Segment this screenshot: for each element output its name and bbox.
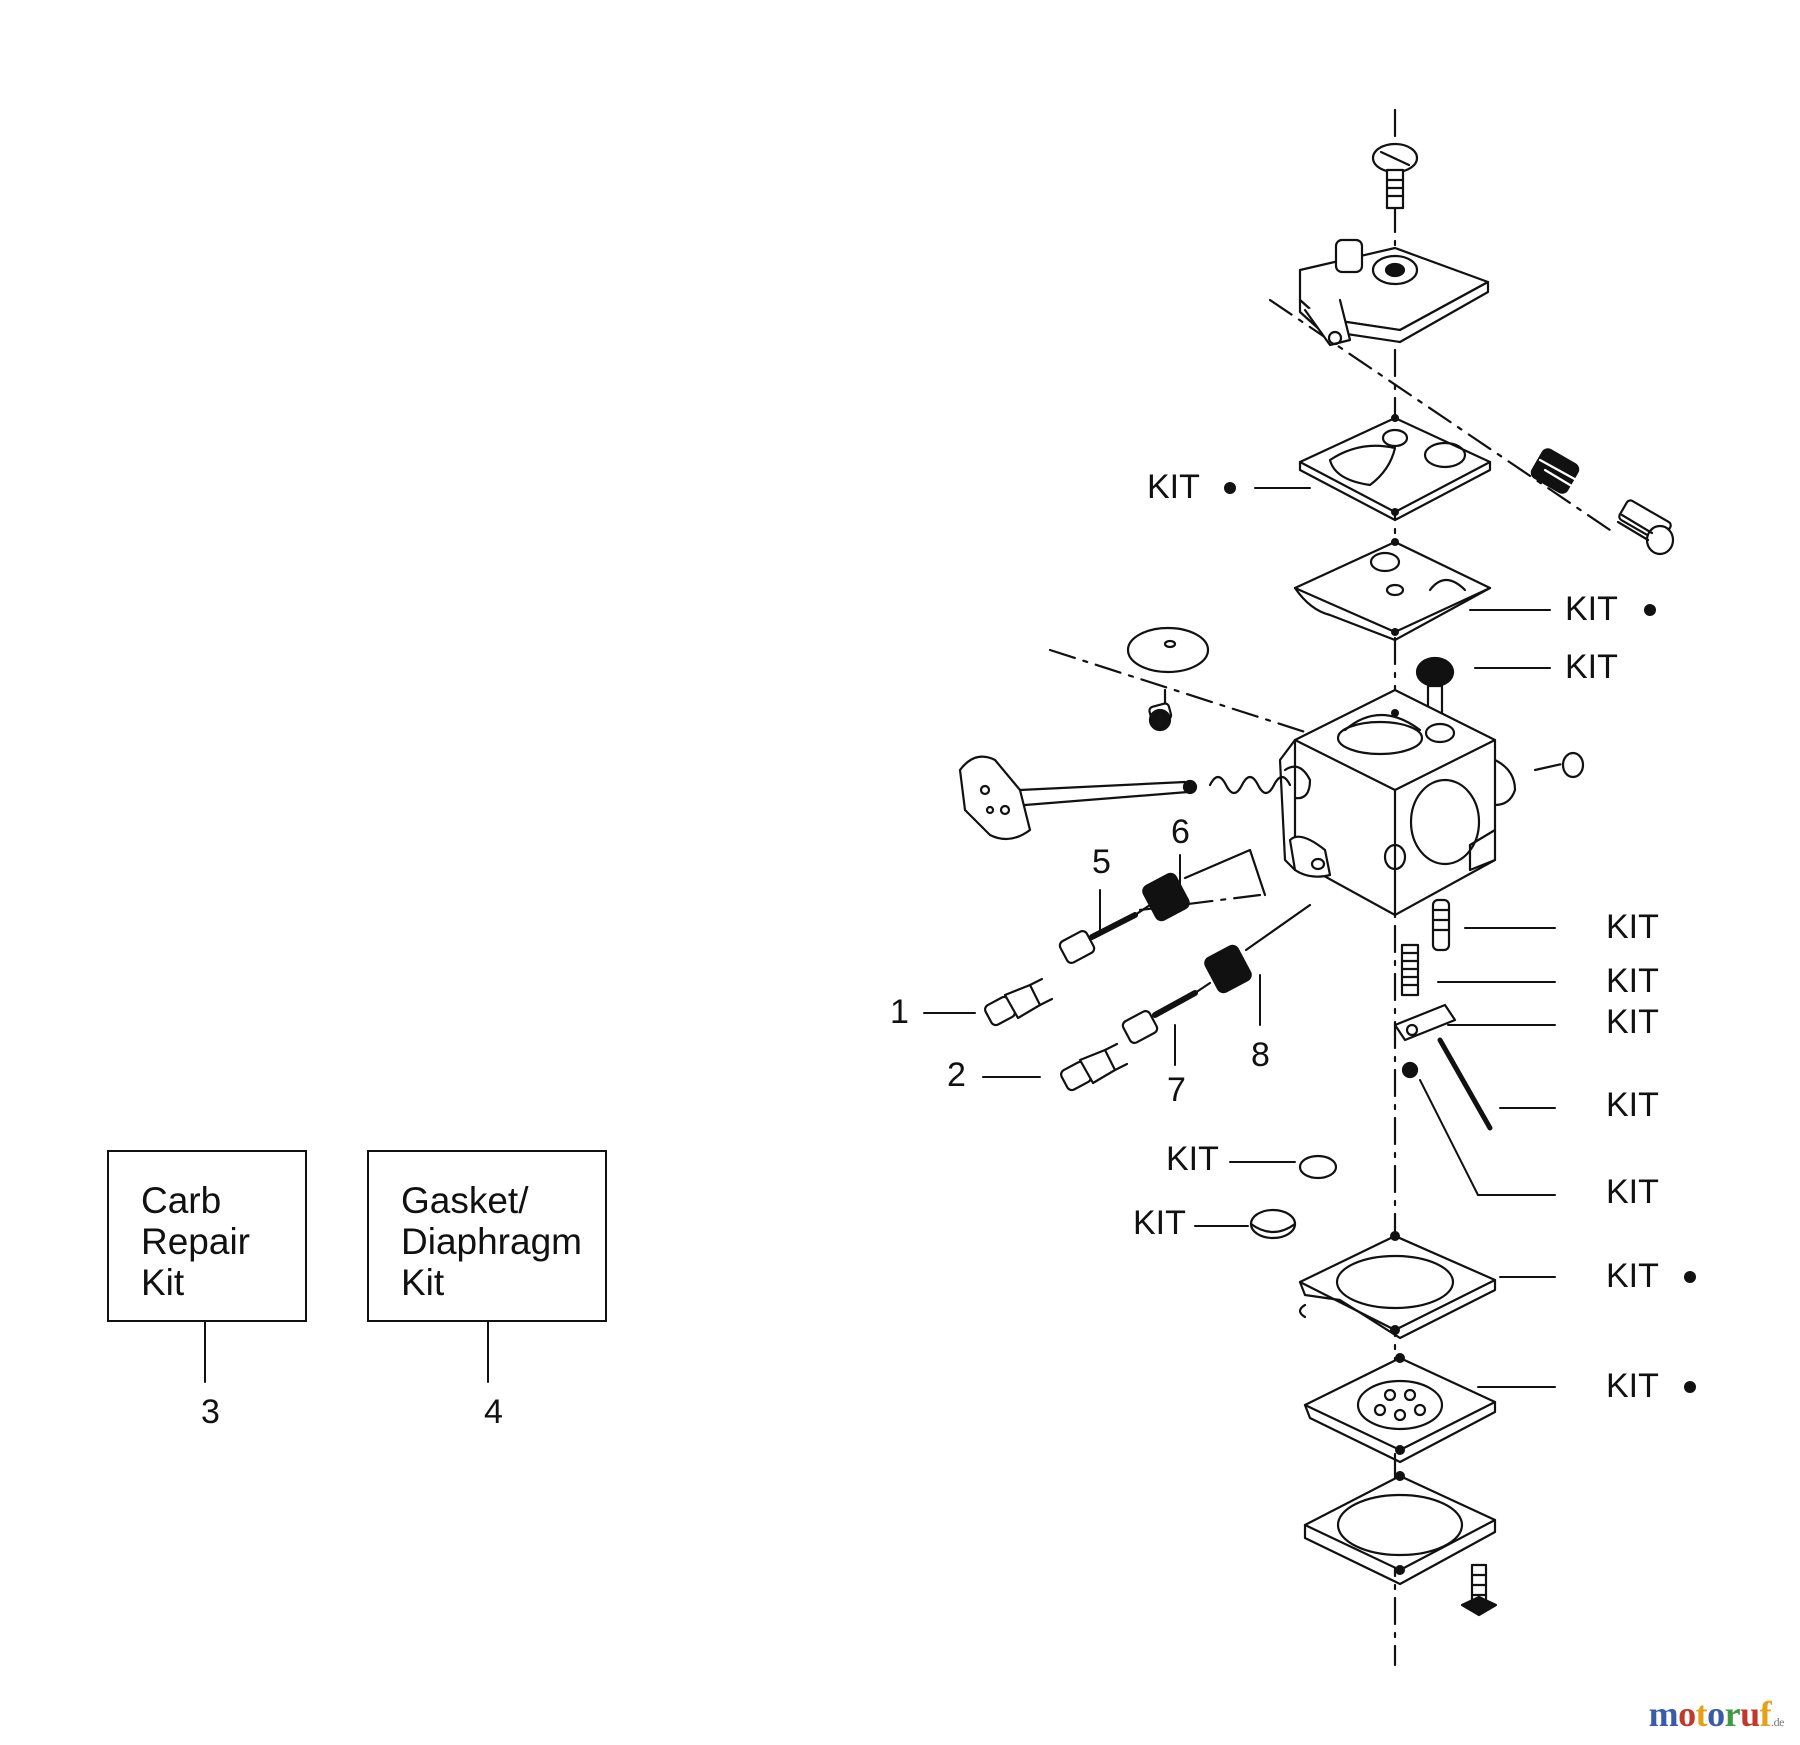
callout-kit: KIT — [1606, 1173, 1659, 1211]
callout-kit: KIT — [1606, 908, 1659, 946]
pump-cover-lower — [1305, 1471, 1495, 1584]
watermark-letter: m — [1648, 1694, 1679, 1734]
callout-number-4: 4 — [484, 1393, 503, 1431]
idle-screw — [1530, 447, 1673, 554]
callout-kit: KIT — [1606, 1003, 1659, 1041]
callout-kit: KIT — [1133, 1204, 1186, 1242]
kit-box-line: Carb — [141, 1180, 222, 1221]
leader-lines — [205, 488, 1555, 1387]
kit-box-line: Kit — [401, 1262, 445, 1303]
carburetor-body — [1280, 690, 1515, 915]
throttle-plate — [1128, 628, 1208, 730]
watermark-letter: o — [1707, 1694, 1725, 1734]
watermark-letter: f — [1759, 1694, 1772, 1734]
gasket-upper — [1300, 414, 1490, 520]
gasket-diaphragm-kit-box: Gasket/ Diaphragm Kit — [367, 1150, 607, 1322]
limiter-caps — [983, 979, 1127, 1092]
watermark-suffix: .de — [1771, 1715, 1784, 1729]
callout-number-2: 2 — [947, 1056, 966, 1094]
callout-kit: KIT — [1147, 468, 1200, 506]
welch-plugs — [1251, 1156, 1336, 1238]
callout-number-5: 5 — [1092, 843, 1111, 881]
watermark-letter: r — [1724, 1694, 1741, 1734]
callout-kit: KIT — [1565, 648, 1618, 686]
watermark-letter: o — [1678, 1694, 1696, 1734]
callout-number-7: 7 — [1167, 1071, 1186, 1109]
throttle-shaft — [960, 753, 1583, 839]
diaphragm-lower — [1305, 1353, 1495, 1462]
callout-kit: KIT — [1166, 1140, 1219, 1178]
callout-kit: KIT — [1606, 1367, 1659, 1405]
callout-number-8: 8 — [1251, 1036, 1270, 1074]
callout-kit: KIT — [1606, 1086, 1659, 1124]
kit-box-line: Repair — [141, 1221, 250, 1262]
gasket-lower — [1300, 1231, 1495, 1338]
callout-kit: KIT — [1565, 590, 1618, 628]
diaphragm-upper — [1295, 538, 1490, 640]
kit-box-line: Gasket/ — [401, 1180, 529, 1221]
metering-lever — [1395, 900, 1490, 1128]
needles — [1058, 850, 1310, 1045]
callout-kit: KIT — [1606, 962, 1659, 1000]
watermark-logo-text: motoruf — [1649, 1694, 1772, 1734]
callout-kit: KIT — [1606, 1257, 1659, 1295]
watermark-letter: t — [1695, 1694, 1708, 1734]
carb-repair-kit-box: Carb Repair Kit — [107, 1150, 307, 1322]
kit-box-line: Diaphragm — [401, 1221, 582, 1262]
top-screw — [1373, 144, 1417, 208]
kit-bullets — [1224, 482, 1696, 1393]
callout-number-1: 1 — [890, 993, 909, 1031]
callout-number-6: 6 — [1171, 813, 1190, 851]
callout-number-3: 3 — [201, 1393, 220, 1431]
motoruf-watermark: motoruf.de — [1649, 1693, 1785, 1735]
bottom-screw — [1462, 1565, 1496, 1615]
pump-cover — [1300, 240, 1488, 345]
watermark-letter: u — [1740, 1694, 1760, 1734]
kit-box-line: Kit — [141, 1262, 185, 1303]
